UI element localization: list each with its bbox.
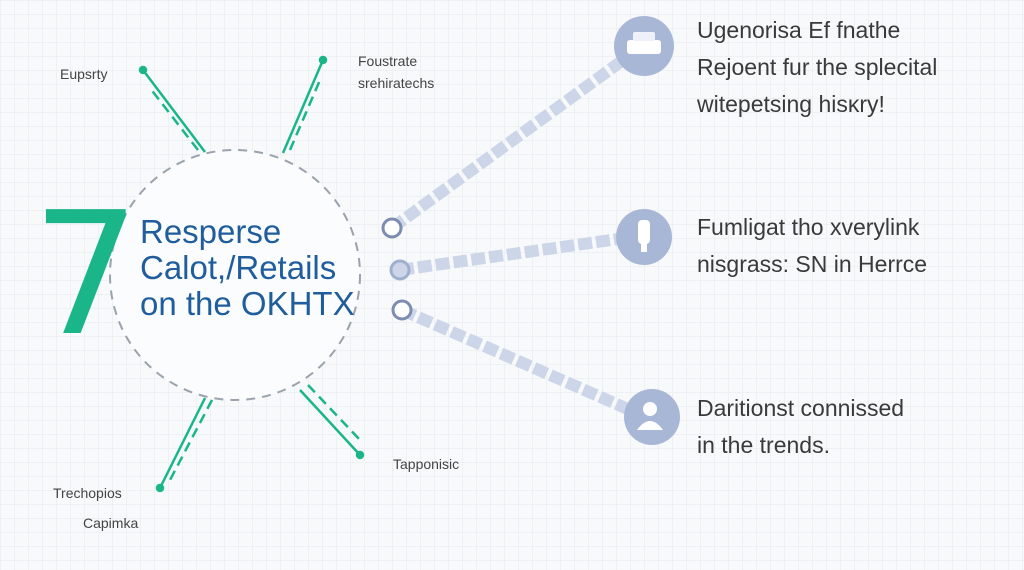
text-line: in the trends. (697, 432, 830, 458)
label-line: Trechopios (53, 485, 122, 501)
connectors (381, 50, 634, 416)
green-spokes (138, 55, 365, 493)
spoke-label-top-right: Foustrate srehiratechs (358, 50, 434, 94)
center-line: on the OKHTX (140, 285, 355, 322)
spoke-label-bottom-left: Trechopios Capimka (53, 478, 138, 538)
label-line: Capimka (83, 515, 139, 531)
user-icon (624, 389, 680, 445)
center-title: Resperse Calot,/Retails on the OKHTX (140, 214, 355, 322)
text-line: Rejoent fur the splecital (697, 54, 938, 80)
label-line: srehiratechs (358, 75, 435, 91)
item-2-text: Fumligat tho xverylink nisgrass: SN in H… (697, 209, 927, 283)
item-1-text: Ugenorisa Ef fnathe Rejoent fur the sple… (697, 12, 937, 123)
center-line: Calot,/Retails (140, 249, 337, 286)
spoke-label-top-left: Eupsrty (60, 66, 108, 82)
label-line: Foustrate (358, 53, 418, 69)
text-line: Daritionst connissed (697, 395, 905, 421)
text-line: Ugenorisa Ef fnathe (697, 17, 901, 43)
usb-icon (616, 209, 672, 265)
center-circle (109, 149, 361, 401)
big-number: 7 (32, 176, 141, 374)
center-line: Resperse (140, 213, 282, 250)
item-3-text: Daritionst connissed in the trends. (697, 390, 904, 464)
spoke-label-bottom-right: Tapponisic (393, 456, 460, 472)
text-line: Fumligat tho xverylink (697, 214, 920, 240)
text-line: witepetsing hisκry! (697, 91, 885, 117)
text-line: nisgrass: SN in Herrce (697, 251, 928, 277)
car-icon (614, 16, 674, 76)
